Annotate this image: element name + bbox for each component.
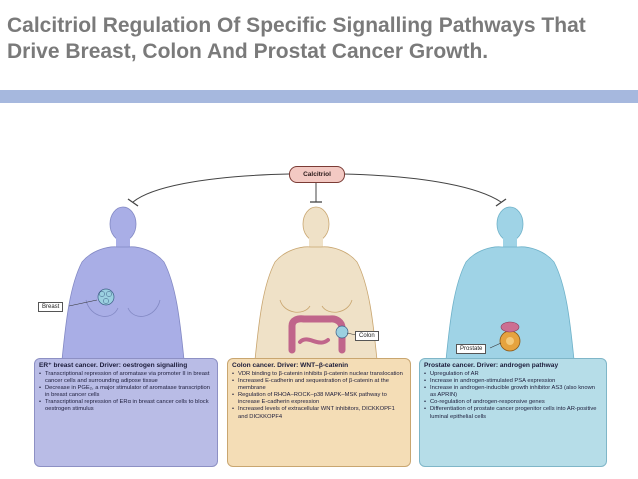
list-item: Increased levels of extracellular WNT in… [232, 406, 406, 420]
title-underline-bar [0, 90, 638, 103]
colon-figure [254, 206, 378, 361]
colon-cancer-panel: Colon cancer. Driver: WNT–β-catenin VDR … [227, 358, 411, 467]
prostate-cancer-panel: Prostate cancer. Driver: androgen pathwa… [419, 358, 607, 467]
list-item: Co-regulation of androgen-responsive gen… [424, 399, 602, 406]
breast-label-pointer [68, 299, 98, 307]
list-item: Increase in androgen-inducible growth in… [424, 385, 602, 399]
colon-label: Colon [355, 331, 379, 341]
prostate-label-pointer [489, 342, 502, 349]
list-item: Increased E-cadherin and sequestration o… [232, 378, 406, 392]
list-item: Decrease in PGE₂, a major stimulator of … [39, 385, 213, 399]
prostate-label: Prostate [456, 344, 487, 354]
calcitriol-node: Calcitriol [289, 166, 345, 183]
list-item: VDR binding to β-catenin inhibits β-cate… [232, 371, 406, 378]
prostate-figure [445, 206, 575, 361]
inhibition-arc-breast [132, 173, 290, 203]
breast-cancer-panel: ER⁺ breast cancer. Driver: oestrogen sig… [34, 358, 218, 467]
colon-label-pointer [346, 332, 357, 336]
inhibition-bar-prostate [495, 198, 507, 207]
list-item: Transcriptional repression of aromatase … [39, 371, 213, 385]
breast-panel-list: Transcriptional repression of aromatase … [35, 371, 217, 414]
list-item: Regulation of RHOA–ROCK–p38 MAPK–MSK pat… [232, 392, 406, 406]
prostate-panel-list: Upregulation of AR Increase in androgen-… [420, 371, 606, 421]
breast-tissue-cluster [97, 288, 115, 306]
inhibition-bar-breast [127, 198, 139, 207]
list-item: Upregulation of AR [424, 371, 602, 378]
prostate-panel-heading: Prostate cancer. Driver: androgen pathwa… [424, 362, 559, 369]
breast-panel-heading: ER⁺ breast cancer. Driver: oestrogen sig… [39, 362, 188, 369]
breast-label: Breast [38, 302, 64, 312]
list-item: Differentiation of prostate cancer proge… [424, 406, 602, 420]
figure-illustration [61, 173, 575, 361]
colon-panel-heading: Colon cancer. Driver: WNT–β-catenin [232, 362, 349, 369]
slide-title: Calcitriol Regulation Of Specific Signal… [7, 14, 586, 63]
list-item: Transcriptional repression of ERα in bre… [39, 399, 213, 413]
breast-figure [61, 206, 185, 361]
inhibition-arc-prostate [342, 173, 502, 203]
colon-organ [288, 315, 346, 354]
colon-panel-list: VDR binding to β-catenin inhibits β-cate… [228, 371, 410, 421]
list-item: Increase in androgen-stimulated PSA expr… [424, 378, 602, 385]
calcitriol-pathway-figure: Calcitriol Breast Colon Prostate ER⁺ bre… [0, 150, 638, 479]
